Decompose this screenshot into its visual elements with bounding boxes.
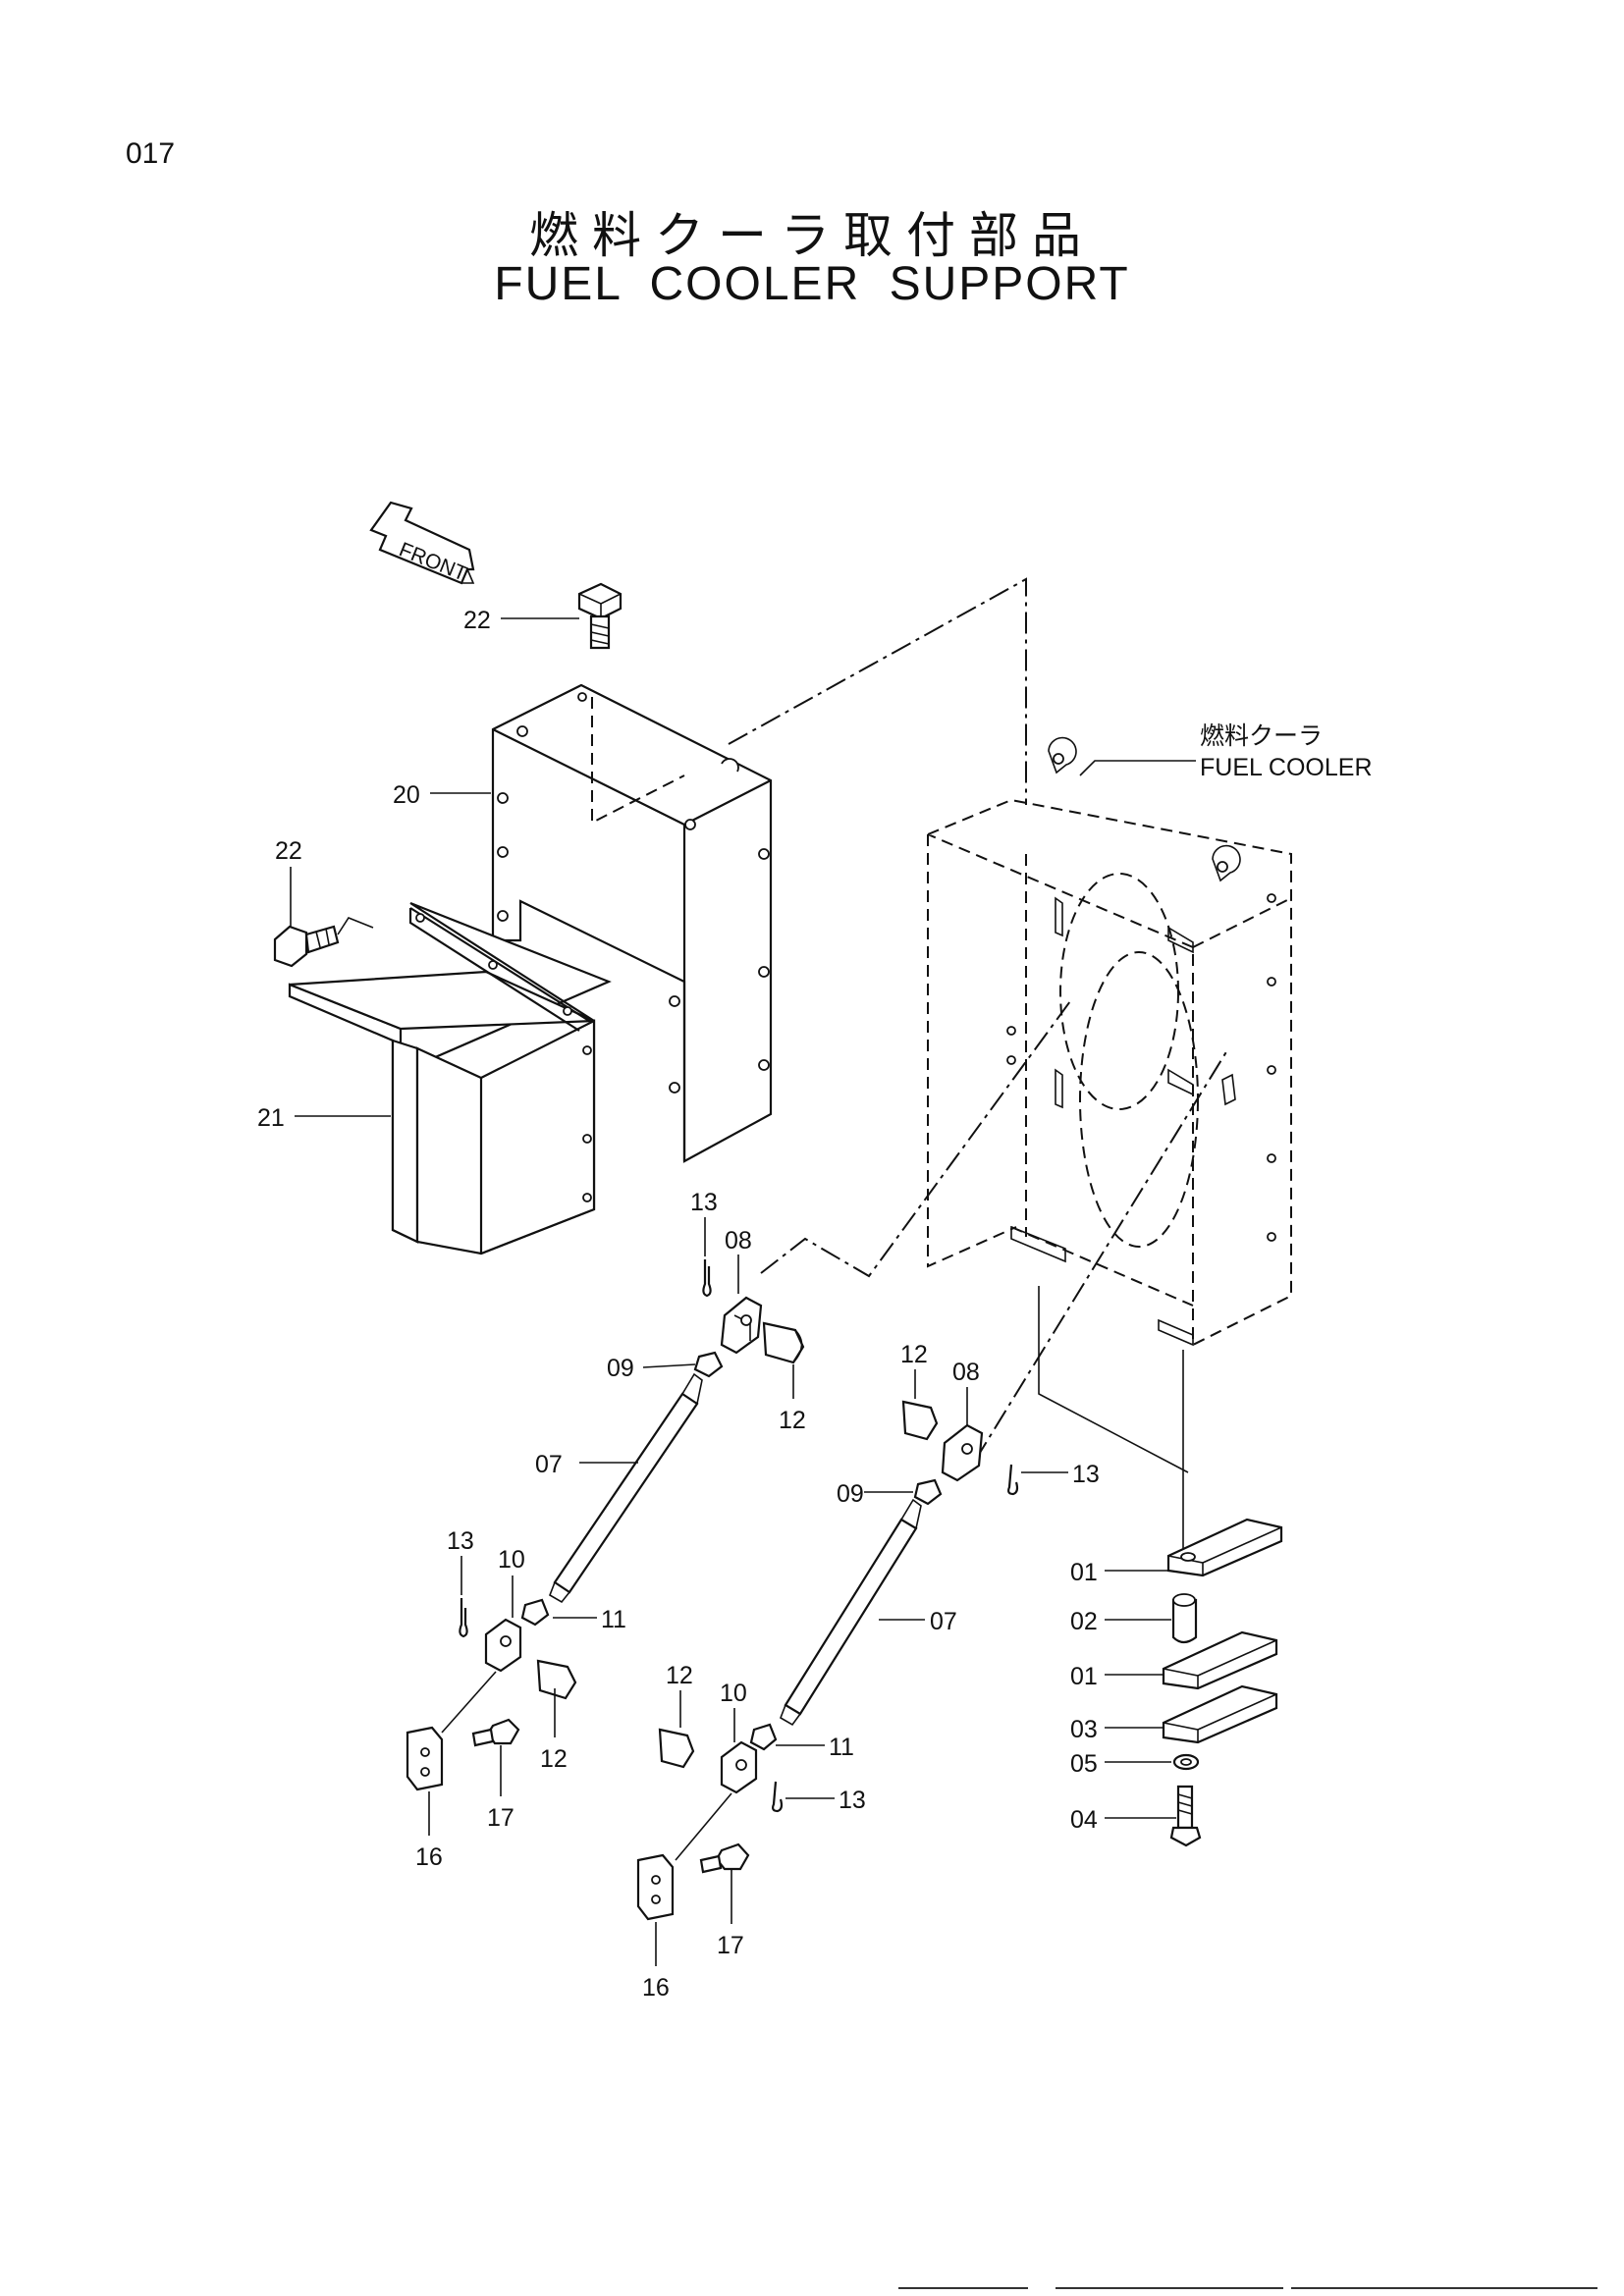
rod-07-left-icon <box>549 1372 703 1604</box>
box-21 <box>288 901 612 1255</box>
callout-08: 08 <box>725 1227 752 1255</box>
callout-13: 13 <box>690 1189 718 1216</box>
nut-11-right-icon <box>749 1723 778 1751</box>
fuel-cooler-label-english: FUEL COOLER <box>1200 754 1373 781</box>
callout-13: 13 <box>839 1787 866 1814</box>
cotter-13-right-top-icon <box>1007 1464 1019 1496</box>
plate-03-icon <box>1162 1684 1278 1744</box>
callout-13: 13 <box>1072 1461 1100 1488</box>
fuel-cooler-label-japanese: 燃料クーラ <box>1200 722 1323 750</box>
callout-12: 12 <box>900 1341 928 1368</box>
callout-22: 22 <box>275 837 302 865</box>
title-english: FUEL COOLER SUPPORT <box>494 258 1130 310</box>
callout-04: 04 <box>1070 1806 1098 1834</box>
clevis-08-left-icon <box>720 1296 763 1355</box>
title-japanese: 燃料クーラ取付部品 <box>529 207 1095 264</box>
bolt-17-right-icon <box>699 1842 750 1874</box>
callout-12: 12 <box>540 1745 568 1773</box>
pin-12-left-top-icon <box>762 1321 805 1364</box>
callout-02: 02 <box>1070 1608 1098 1635</box>
footer-rule <box>1056 2287 1283 2289</box>
bracket-16-right-icon <box>636 1853 675 1921</box>
plate-01-bottom-icon <box>1162 1630 1278 1690</box>
leader-lines <box>290 617 1176 1966</box>
nut-09-right-icon <box>913 1478 943 1506</box>
callout-01: 01 <box>1070 1663 1098 1690</box>
callout-12: 12 <box>666 1662 693 1689</box>
callout-16: 16 <box>415 1843 443 1871</box>
callout-09: 09 <box>837 1480 864 1508</box>
page-number: 017 <box>126 137 176 170</box>
clevis-10-right-icon <box>720 1740 758 1794</box>
cotter-13-right-low-icon <box>772 1781 784 1813</box>
front-arrow-icon: FRONT <box>369 501 475 586</box>
cotter-13-left-low-icon <box>459 1598 468 1638</box>
washer-05-icon <box>1172 1753 1200 1771</box>
callout-05: 05 <box>1070 1750 1098 1778</box>
bolt-22-top-icon <box>577 582 623 650</box>
callout-03: 03 <box>1070 1716 1098 1743</box>
callout-20: 20 <box>393 781 420 809</box>
footer-rule <box>1291 2287 1597 2289</box>
callout-10: 10 <box>498 1546 525 1574</box>
pin-12-right-low-icon <box>658 1728 695 1769</box>
callout-11: 11 <box>829 1734 854 1761</box>
callout-21: 21 <box>257 1104 285 1132</box>
collar-02-icon <box>1171 1593 1198 1644</box>
clevis-08-right-icon <box>941 1423 984 1482</box>
bracket-16-left-icon <box>406 1726 444 1791</box>
plate-01-top-icon <box>1166 1518 1283 1577</box>
callout-11: 11 <box>601 1606 626 1633</box>
cotter-13-left-top-icon <box>702 1259 712 1298</box>
footer-rule <box>898 2287 1028 2289</box>
callout-22: 22 <box>463 607 491 634</box>
clevis-10-left-icon <box>484 1618 522 1673</box>
cover-plate-20 <box>491 683 773 1163</box>
callout-01: 01 <box>1070 1559 1098 1586</box>
callout-17: 17 <box>487 1804 514 1832</box>
bolt-04-icon <box>1169 1785 1202 1847</box>
callout-08: 08 <box>952 1359 980 1386</box>
callout-09: 09 <box>607 1355 634 1382</box>
pin-12-right-top-icon <box>901 1400 939 1441</box>
bolt-17-left-icon <box>471 1718 520 1747</box>
callout-07: 07 <box>535 1451 563 1478</box>
callout-17: 17 <box>717 1932 744 1959</box>
fuel-cooler-outline <box>927 736 1292 1347</box>
nut-09-left-icon <box>693 1351 724 1378</box>
callout-16: 16 <box>642 1974 670 2002</box>
rod-07-right-icon <box>780 1498 922 1727</box>
pin-12-left-low-icon <box>536 1659 577 1700</box>
bolt-22-side-icon <box>273 925 340 968</box>
nut-11-left-icon <box>520 1598 550 1627</box>
callout-labels: 22 20 22 21 13 08 09 12 07 13 10 11 12 1… <box>257 607 1100 2002</box>
callout-10: 10 <box>720 1680 747 1707</box>
callout-07: 07 <box>930 1608 957 1635</box>
callout-12: 12 <box>779 1407 806 1434</box>
callout-13: 13 <box>447 1527 474 1555</box>
